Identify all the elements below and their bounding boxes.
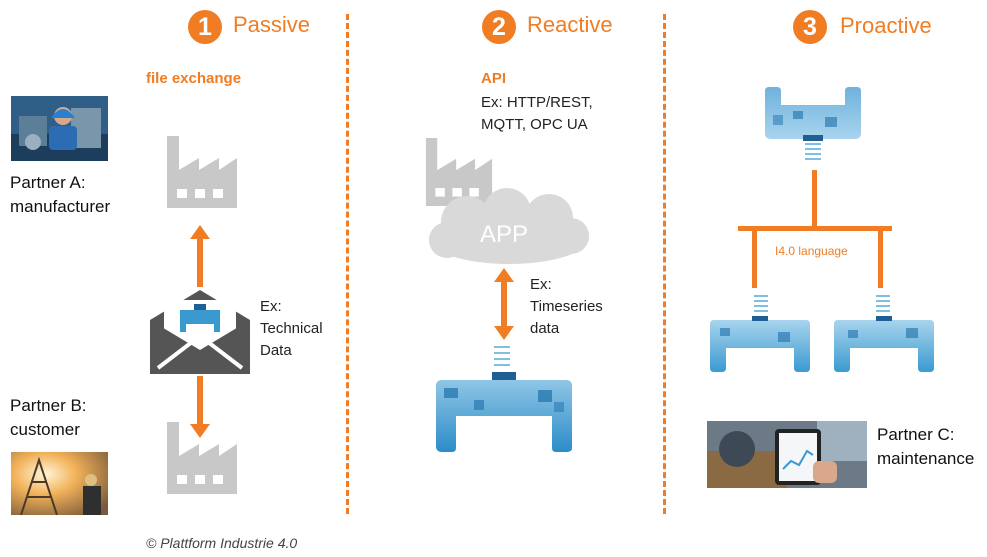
partner-a-line-2: manufacturer — [10, 197, 111, 216]
arrow-down-icon — [190, 376, 210, 438]
partner-b-photo — [11, 452, 108, 515]
section-3-number: 3 — [793, 10, 827, 44]
proactive-signal-left-icon — [754, 295, 768, 312]
envelope-icon — [150, 290, 250, 374]
copyright-footer: © Plattform Industrie 4.0 — [146, 535, 298, 551]
network-label: I4.0 language — [775, 244, 848, 258]
cloud-icon — [429, 188, 589, 264]
partner-a-label: Partner A: manufacturer — [10, 171, 110, 219]
divider-2 — [663, 14, 666, 514]
section-1-title: Passive — [233, 12, 311, 37]
section-1-number: 1 — [188, 10, 222, 44]
section-2-title: Reactive — [527, 12, 613, 37]
factory-b-icon — [167, 422, 237, 494]
reactive-protocols: Ex: HTTP/REST, MQTT, OPC UA — [481, 92, 593, 136]
device-icon — [436, 372, 572, 452]
partner-b-label: Partner B: customer — [10, 394, 87, 442]
reactive-note-line-1: Ex: — [530, 276, 552, 293]
section-3-title: Proactive — [840, 13, 932, 38]
factory-reactive-icon — [425, 137, 493, 207]
divider-1 — [346, 14, 349, 514]
reactive-channel-label: API — [481, 70, 507, 87]
reactive-note-line-2: Timeseries — [530, 298, 603, 315]
partner-c-line-2: maintenance — [877, 449, 975, 468]
partner-a-line-1: Partner A: — [10, 173, 86, 192]
reactive-note-line-3: data — [530, 320, 560, 337]
proactive-device-left-icon — [710, 316, 810, 372]
section-2-number: 2 — [482, 10, 516, 44]
proactive-top-device-icon — [765, 87, 861, 141]
passive-channel-label: file exchange — [146, 70, 242, 87]
partner-b-line-1: Partner B: — [10, 396, 87, 415]
arrow-up-icon — [190, 225, 210, 287]
double-arrow-icon — [494, 268, 514, 340]
proactive-signal-right-icon — [876, 295, 890, 312]
cloud-label: APP — [480, 221, 529, 248]
signal-icon — [494, 346, 510, 366]
network-lines — [738, 170, 892, 288]
reactive-protocols-line-2: MQTT, OPC UA — [481, 116, 588, 133]
partner-c-photo — [707, 421, 867, 488]
proactive-top-signal-icon — [805, 143, 821, 160]
partner-c-line-1: Partner C: — [877, 425, 955, 444]
factory-a-icon — [167, 136, 237, 208]
passive-note-line-1: Ex: — [260, 298, 282, 315]
passive-note-line-2: Technical — [260, 320, 323, 337]
passive-note-line-3: Data — [260, 342, 292, 359]
reactive-note: Ex: Timeseries data — [530, 274, 603, 340]
passive-note: Ex: Technical Data — [260, 296, 323, 362]
partner-b-line-2: customer — [10, 420, 80, 439]
partner-a-photo — [11, 96, 108, 161]
partner-c-label: Partner C: maintenance — [877, 423, 974, 471]
proactive-device-right-icon — [834, 316, 934, 372]
reactive-protocols-line-1: Ex: HTTP/REST, — [481, 94, 593, 111]
